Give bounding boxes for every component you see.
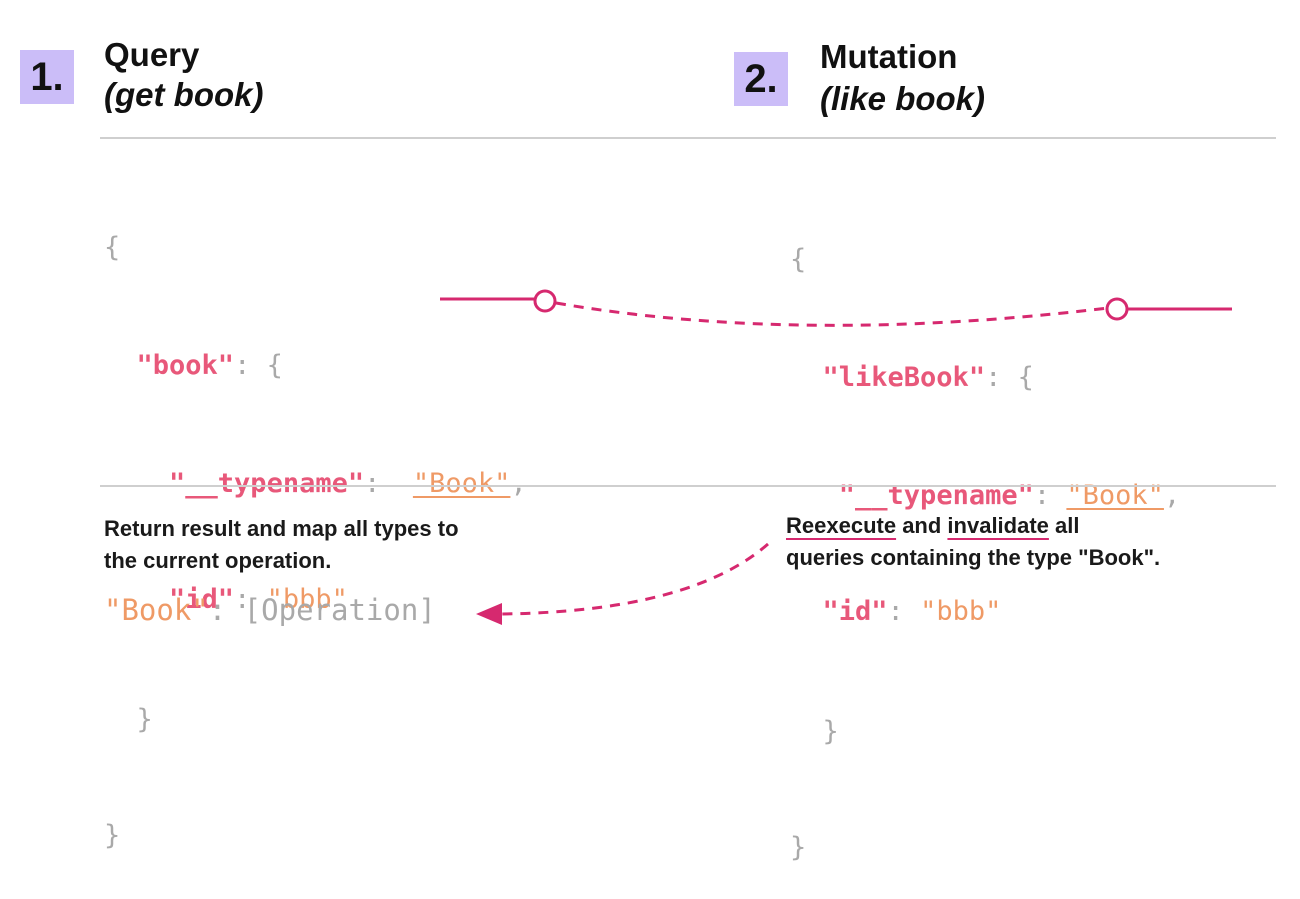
- code-line: }: [822, 716, 839, 747]
- code-line: "id": "bbb": [822, 596, 1002, 627]
- code-line: "likeBook": {: [822, 362, 1034, 393]
- invalidate-word: invalidate: [947, 513, 1049, 538]
- step-2-badge: 2.: [734, 52, 788, 106]
- footer-divider: [100, 485, 1276, 487]
- code-line: "id": "bbb": [169, 584, 348, 615]
- note-line: Reexecute and invalidate all: [786, 513, 1080, 538]
- step-1-title: Query: [104, 36, 200, 73]
- map-value: [Operation]: [243, 593, 436, 627]
- link-end-dot: [1105, 297, 1129, 321]
- map-key: "Book": [104, 593, 209, 627]
- header-divider: [100, 137, 1276, 139]
- code-line: }: [136, 704, 153, 735]
- query-note: Return result and map all types to the c…: [104, 513, 459, 577]
- connector-overlay: [440, 289, 1232, 625]
- step-2-title: Mutation: [820, 38, 958, 75]
- note-line: queries containing the type "Book".: [786, 545, 1161, 570]
- mutation-note: Reexecute and invalidate all queries con…: [786, 510, 1160, 574]
- step-1-subtitle: (get book): [104, 76, 264, 113]
- step-1-badge: 1.: [20, 50, 74, 104]
- operation-map: "Book": [Operation]: [104, 593, 436, 627]
- code-line: }: [104, 820, 121, 851]
- link-start-dot: [533, 289, 557, 313]
- mutation-code-block: { "likeBook": { "__typename": "Book", "i…: [790, 175, 1180, 899]
- typename-link: [555, 301, 1109, 327]
- step-2-subtitle: (like book): [820, 80, 986, 117]
- code-line: {: [790, 244, 807, 275]
- code-line: "__typename": "Book",: [169, 468, 527, 499]
- note-line: the current operation.: [104, 548, 332, 573]
- code-line: }: [790, 832, 807, 863]
- arrow-head-icon: [476, 603, 502, 625]
- note-line: Return result and map all types to: [104, 516, 459, 541]
- reexecute-word: Reexecute: [786, 513, 897, 538]
- invalidate-arrow: [499, 542, 769, 616]
- code-line: "book": {: [136, 350, 283, 381]
- code-line: {: [104, 232, 121, 263]
